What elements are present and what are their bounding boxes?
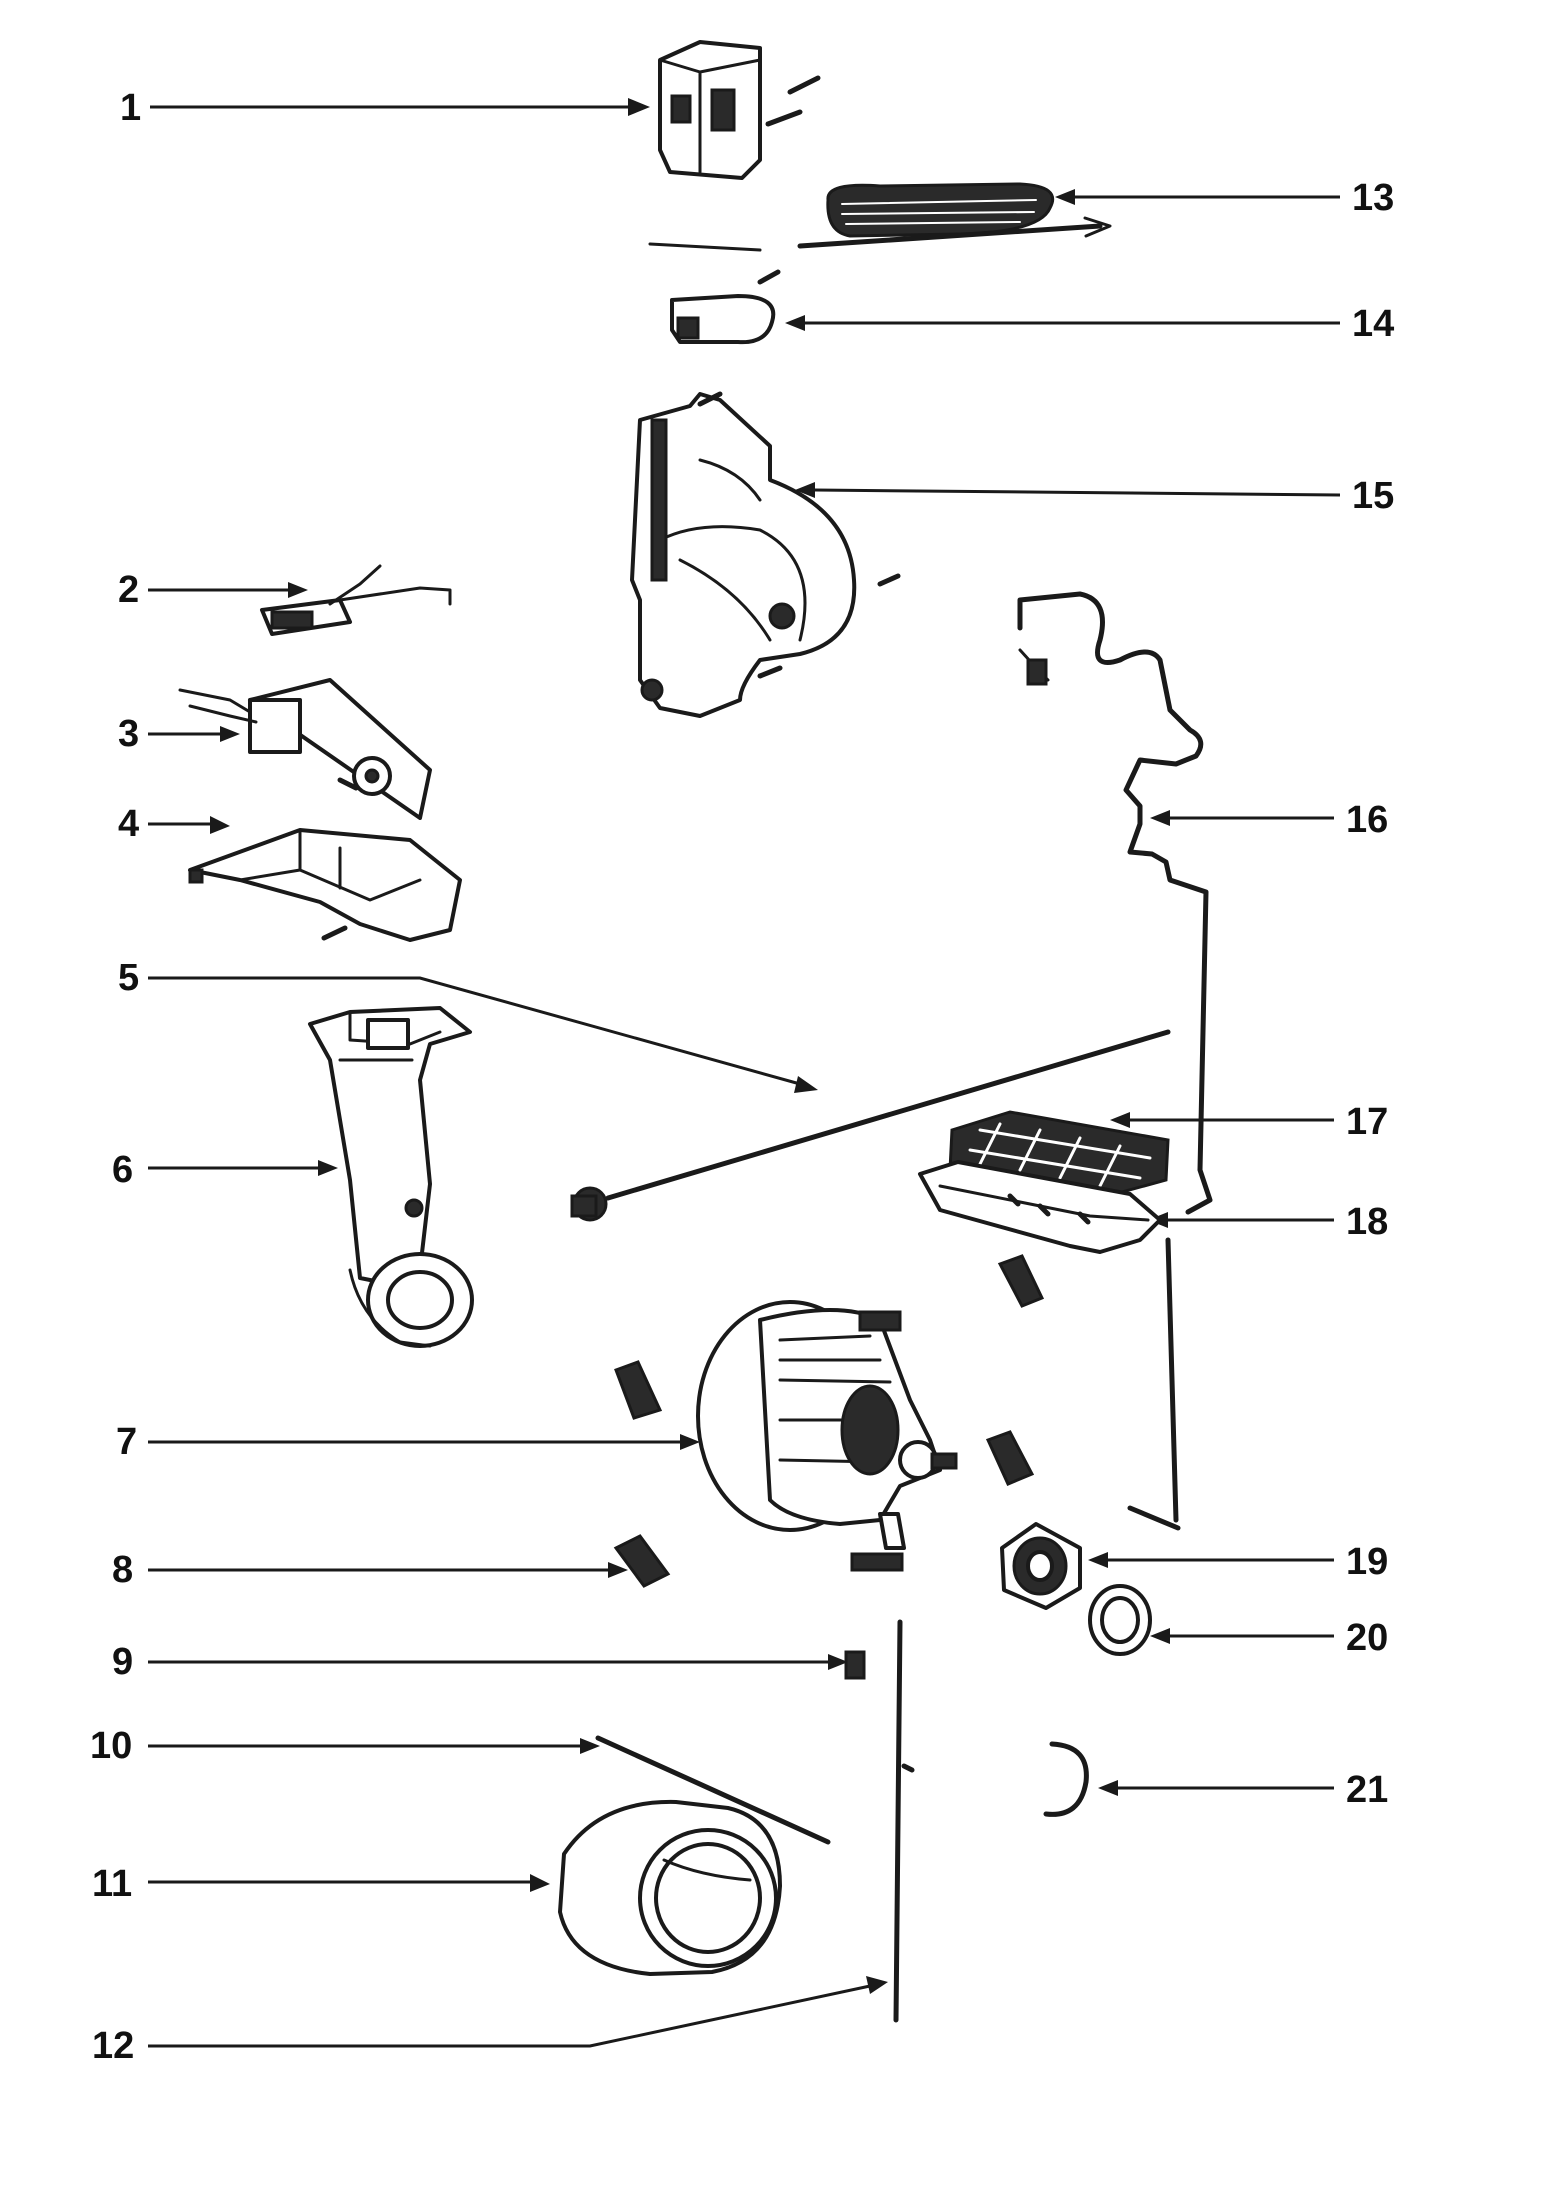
part-9-nut <box>844 1650 866 1680</box>
part-1-switch-housing <box>648 40 821 252</box>
callout-18-label: 18 <box>1346 1201 1388 1243</box>
brush-block-left <box>614 1360 663 1420</box>
part-2-switch-assembly <box>260 564 452 636</box>
part-5-rod <box>570 1029 1171 1222</box>
arrowhead-3 <box>220 726 240 742</box>
callout-labels: 1 2 3 4 5 6 7 8 9 10 11 12 13 14 15 16 1… <box>90 87 1394 2067</box>
callout-19-label: 19 <box>1346 1541 1388 1583</box>
arrowhead-9 <box>828 1654 848 1670</box>
leader-12 <box>148 1984 871 2048</box>
callout-12-label: 12 <box>92 2025 134 2067</box>
arrowhead-17 <box>1110 1112 1130 1128</box>
leader-15 <box>814 488 1341 497</box>
arrowhead-4 <box>210 816 230 834</box>
callout-5-label: 5 <box>118 957 139 999</box>
callout-7-label: 7 <box>116 1421 137 1463</box>
leader-5 <box>148 976 801 1086</box>
part-7-motor <box>696 1300 958 1572</box>
callout-11-label: 11 <box>92 1863 132 1905</box>
part-20-ring <box>1088 1584 1152 1656</box>
part-12-long-rod <box>893 1619 915 2023</box>
callout-13-label: 13 <box>1352 177 1394 219</box>
arrowhead-14 <box>785 315 805 331</box>
callout-21-label: 21 <box>1346 1769 1388 1811</box>
callout-6-label: 6 <box>112 1149 133 1191</box>
callout-4-label: 4 <box>118 803 139 845</box>
part-13-power-cord <box>797 182 1112 249</box>
part-3-wiring-bracket <box>178 678 432 820</box>
part-4-base-tray <box>188 828 462 942</box>
arrowhead-12 <box>866 1976 888 1994</box>
callout-20-label: 20 <box>1346 1617 1388 1659</box>
arrowhead-10 <box>580 1738 600 1754</box>
callout-17-label: 17 <box>1346 1101 1388 1143</box>
arrowhead-7 <box>680 1434 700 1450</box>
arrowhead-1 <box>628 98 650 116</box>
brush-block-upper <box>997 1254 1045 1308</box>
arrowhead-5 <box>794 1076 818 1093</box>
leader-lines <box>148 98 1341 2048</box>
arrowhead-6 <box>318 1160 338 1176</box>
part-14-cord-clamp <box>670 269 781 345</box>
arrowhead-15 <box>795 482 815 498</box>
arrowhead-8 <box>608 1562 628 1578</box>
part-16-handle-wire <box>1017 591 1213 1215</box>
callout-14-label: 14 <box>1352 303 1394 345</box>
arrowhead-20 <box>1150 1628 1170 1644</box>
arrowhead-13 <box>1055 189 1075 205</box>
part-19-bearing <box>1000 1522 1082 1610</box>
brush-block-right <box>985 1430 1035 1486</box>
arrowhead-16 <box>1150 810 1170 826</box>
part-6-air-duct <box>308 1006 474 1348</box>
arrowhead-11 <box>530 1874 550 1892</box>
callout-8-label: 8 <box>112 1549 133 1591</box>
callout-1-label: 1 <box>120 87 141 129</box>
callout-9-label: 9 <box>112 1641 133 1683</box>
arrowhead-21 <box>1098 1780 1118 1796</box>
arrowhead-19 <box>1088 1552 1108 1568</box>
callout-2-label: 2 <box>118 569 139 611</box>
part-10-strip <box>595 1735 831 1845</box>
callout-10-label: 10 <box>90 1725 132 1767</box>
callout-3-label: 3 <box>118 713 139 755</box>
arrowhead-2 <box>288 582 308 598</box>
callout-15-label: 15 <box>1352 475 1394 517</box>
part-8-brush <box>613 1534 671 1588</box>
callout-16-label: 16 <box>1346 799 1388 841</box>
part-15-upper-housing <box>630 391 901 718</box>
part-21-clip <box>1043 1741 1089 1817</box>
part-18-plate <box>918 1160 1181 1531</box>
part-11-drum <box>558 1799 782 1976</box>
